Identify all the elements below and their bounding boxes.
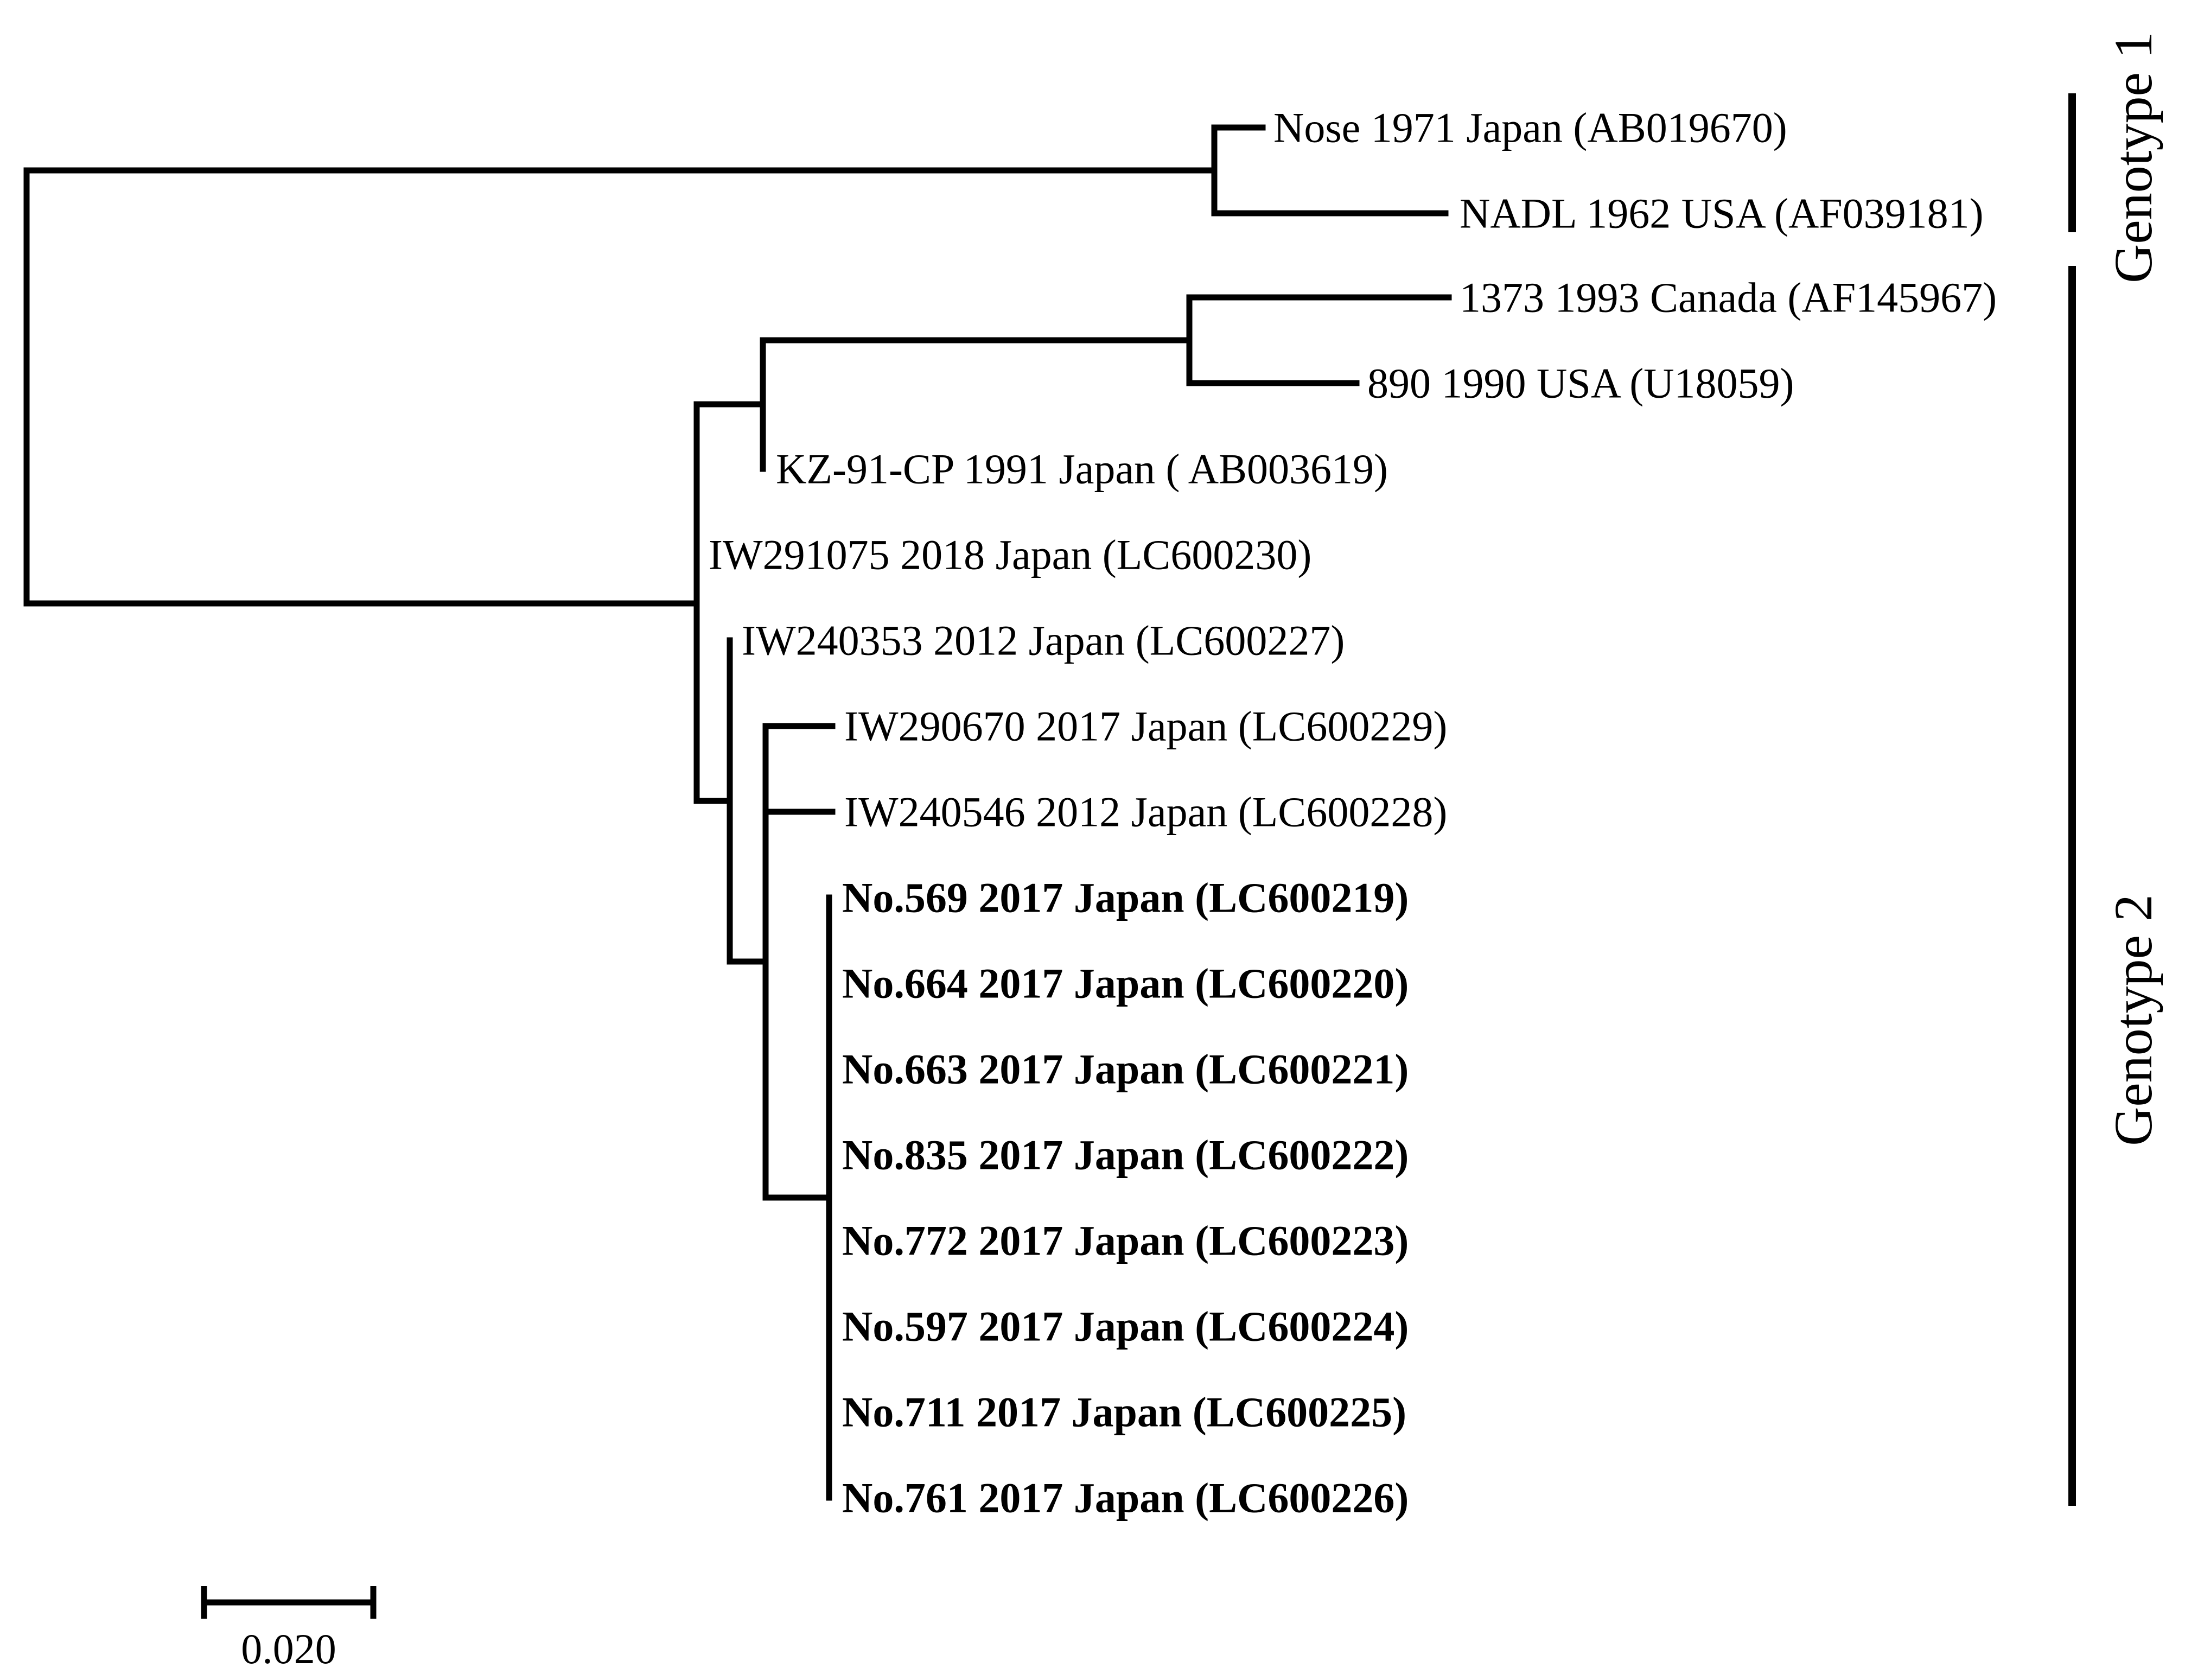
taxon-label-nose: Nose 1971 Japan (AB019670) <box>1273 104 1787 151</box>
phylo-tree-branches <box>23 124 1452 1501</box>
taxon-labels: Nose 1971 Japan (AB019670) NADL 1962 USA… <box>709 104 1997 1522</box>
taxon-label-no761: No.761 2017 Japan (LC600226) <box>842 1474 1409 1522</box>
taxon-label-iw290670: IW290670 2017 Japan (LC600229) <box>844 703 1447 750</box>
scale-bar-label: 0.020 <box>241 1625 336 1672</box>
genotype2-label: Genotype 2 <box>2103 894 2163 1146</box>
taxon-label-iw240353: IW240353 2012 Japan (LC600227) <box>742 617 1345 664</box>
taxon-label-no772: No.772 2017 Japan (LC600223) <box>842 1217 1409 1264</box>
taxon-label-no597: No.597 2017 Japan (LC600224) <box>842 1303 1409 1350</box>
scale-bar: 0.020 <box>201 1586 377 1672</box>
taxon-label-nadl: NADL 1962 USA (AF039181) <box>1460 190 1984 237</box>
taxon-label-no663: No.663 2017 Japan (LC600221) <box>842 1046 1409 1093</box>
taxon-label-kz91cp: KZ-91-CP 1991 Japan ( AB003619) <box>776 446 1388 493</box>
taxon-label-no835: No.835 2017 Japan (LC600222) <box>842 1131 1409 1179</box>
genotype-annotations: Genotype 1 Genotype 2 <box>2068 31 2163 1506</box>
genotype1-label: Genotype 1 <box>2103 31 2163 283</box>
taxon-label-no711: No.711 2017 Japan (LC600225) <box>842 1389 1406 1436</box>
taxon-label-1373: 1373 1993 Canada (AF145967) <box>1460 274 1997 321</box>
taxon-label-iw240546: IW240546 2012 Japan (LC600228) <box>844 788 1447 836</box>
taxon-label-890: 890 1990 USA (U18059) <box>1367 360 1794 407</box>
taxon-label-no569: No.569 2017 Japan (LC600219) <box>842 874 1409 921</box>
taxon-label-iw291075: IW291075 2018 Japan (LC600230) <box>709 531 1311 578</box>
taxon-label-no664: No.664 2017 Japan (LC600220) <box>842 960 1409 1007</box>
